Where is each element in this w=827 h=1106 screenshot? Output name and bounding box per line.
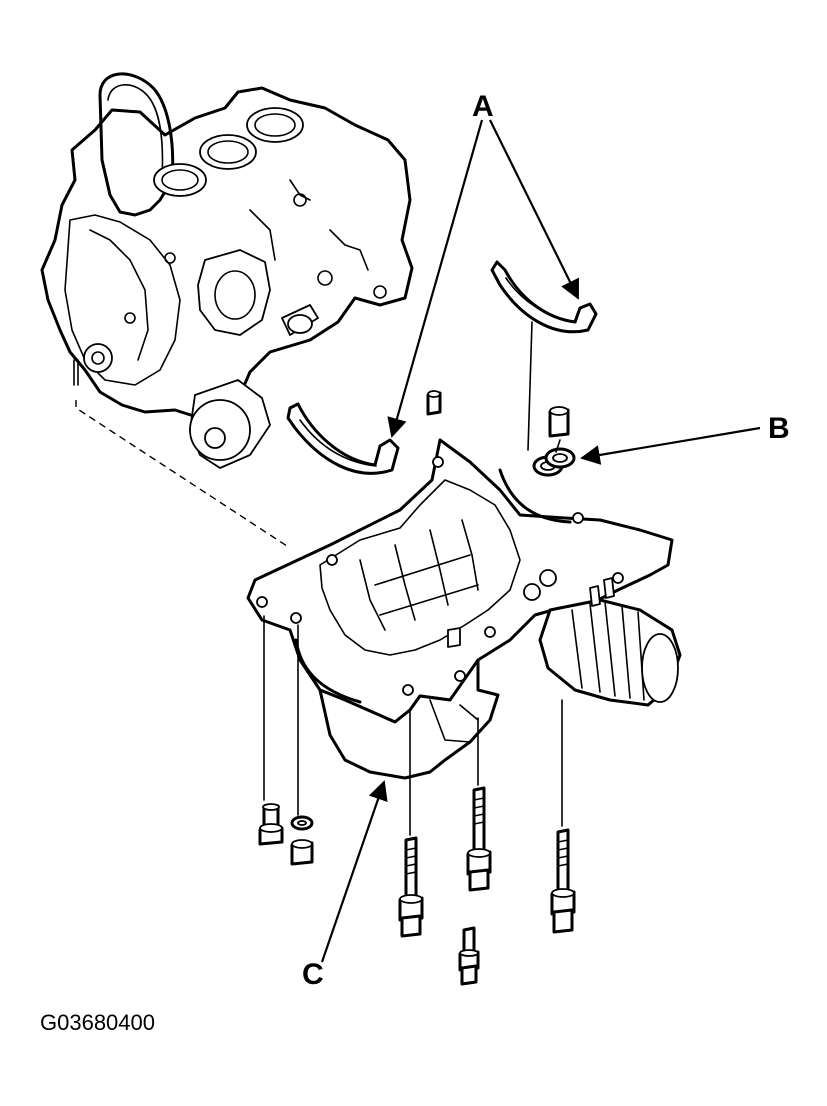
bolt-long-2: [466, 786, 492, 892]
drain-plug: [290, 839, 314, 866]
oil-pan: [246, 438, 674, 780]
bolt-long-1: [398, 836, 424, 938]
crankshaft-seal-upper: [490, 260, 598, 334]
bolt-left-short: [258, 803, 284, 846]
bolt-centerlines: [263, 321, 563, 836]
washer-left: [290, 815, 314, 831]
bolt-short-bottom: [458, 926, 480, 986]
leader-c: [320, 780, 388, 963]
callout-b-label: B: [768, 412, 790, 445]
o-ring-b: [532, 447, 576, 477]
callout-c-label: C: [302, 958, 324, 991]
bolt-long-3: [550, 828, 576, 934]
oil-filter: [538, 577, 682, 707]
engine-block: [40, 72, 414, 469]
figure-id: G03680400: [40, 1010, 155, 1035]
alignment-line: [75, 400, 291, 549]
dowel-pin-right: [548, 406, 570, 438]
leader-a-lower: [387, 119, 484, 438]
callout-a-label: A: [472, 90, 494, 123]
crankshaft-seal-lower: [286, 402, 400, 475]
dowel-pin-left: [426, 390, 442, 416]
leader-a-upper: [489, 119, 579, 300]
leader-b: [580, 426, 761, 465]
